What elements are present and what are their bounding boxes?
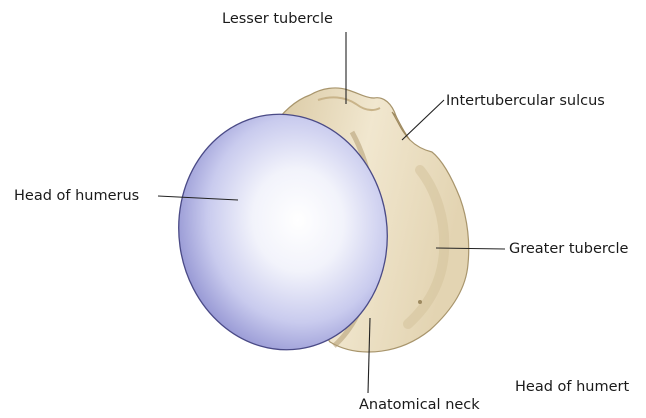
label-head-of-humerus-cropped: Head of humert: [515, 379, 629, 395]
label-lesser-tubercle: Lesser tubercle: [222, 11, 333, 27]
label-greater-tubercle: Greater tubercle: [509, 241, 628, 257]
label-head-of-humerus: Head of humerus: [14, 188, 139, 204]
label-anatomical-neck: Anatomical neck: [359, 397, 480, 413]
leader-intertubercular-sulcus: [402, 100, 444, 140]
label-intertubercular-sulcus: Intertubercular sulcus: [446, 93, 605, 109]
